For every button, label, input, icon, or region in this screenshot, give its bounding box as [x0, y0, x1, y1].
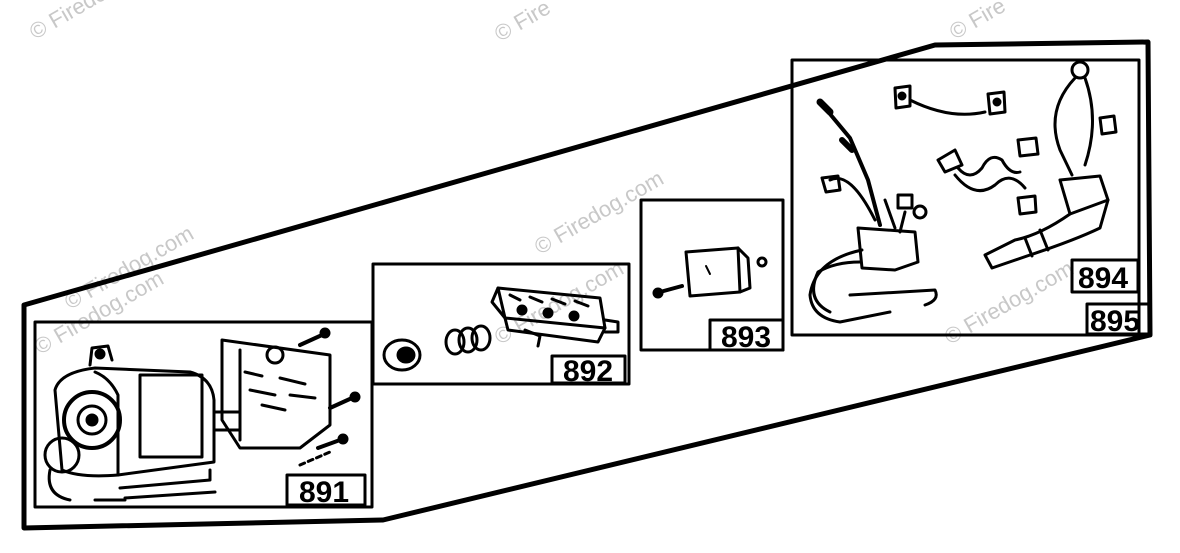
watermark: © Firedog.com — [530, 165, 668, 259]
watermark: © Fire — [490, 0, 555, 46]
part-892-label: 892 — [563, 355, 613, 388]
part-891-label-box — [285, 473, 367, 507]
part-892-group: 892 — [371, 262, 631, 388]
solenoid-illustration — [652, 246, 768, 299]
part-892-label-box — [550, 354, 627, 385]
part-895-label: 895 — [1090, 305, 1140, 338]
part-893-label-box — [708, 318, 785, 352]
part-891-label: 891 — [299, 476, 349, 509]
part-895-label-box — [1085, 302, 1151, 336]
part-891-box — [33, 320, 374, 509]
part-894-box — [790, 58, 1141, 337]
part-894-label-box — [1070, 258, 1140, 294]
part-894-label: 894 — [1078, 262, 1128, 295]
watermark: © Fire — [945, 0, 1010, 44]
starter-motor-illustration — [43, 327, 361, 502]
part-893-group: 893 — [639, 198, 785, 354]
watermark-layer: © Firedog.com © Fire © Fire © Firedog.co… — [25, 0, 1078, 359]
part-892-box — [371, 262, 631, 386]
wiring-harness-illustration — [808, 60, 1118, 324]
part-895-group: 895 — [1085, 302, 1151, 338]
part-894-group: 894 — [790, 58, 1141, 337]
part-893-label: 893 — [721, 321, 771, 354]
part-891-group: 891 — [33, 320, 374, 509]
rectifier-illustration — [382, 286, 620, 372]
watermark: © Firedog.com — [25, 0, 163, 44]
